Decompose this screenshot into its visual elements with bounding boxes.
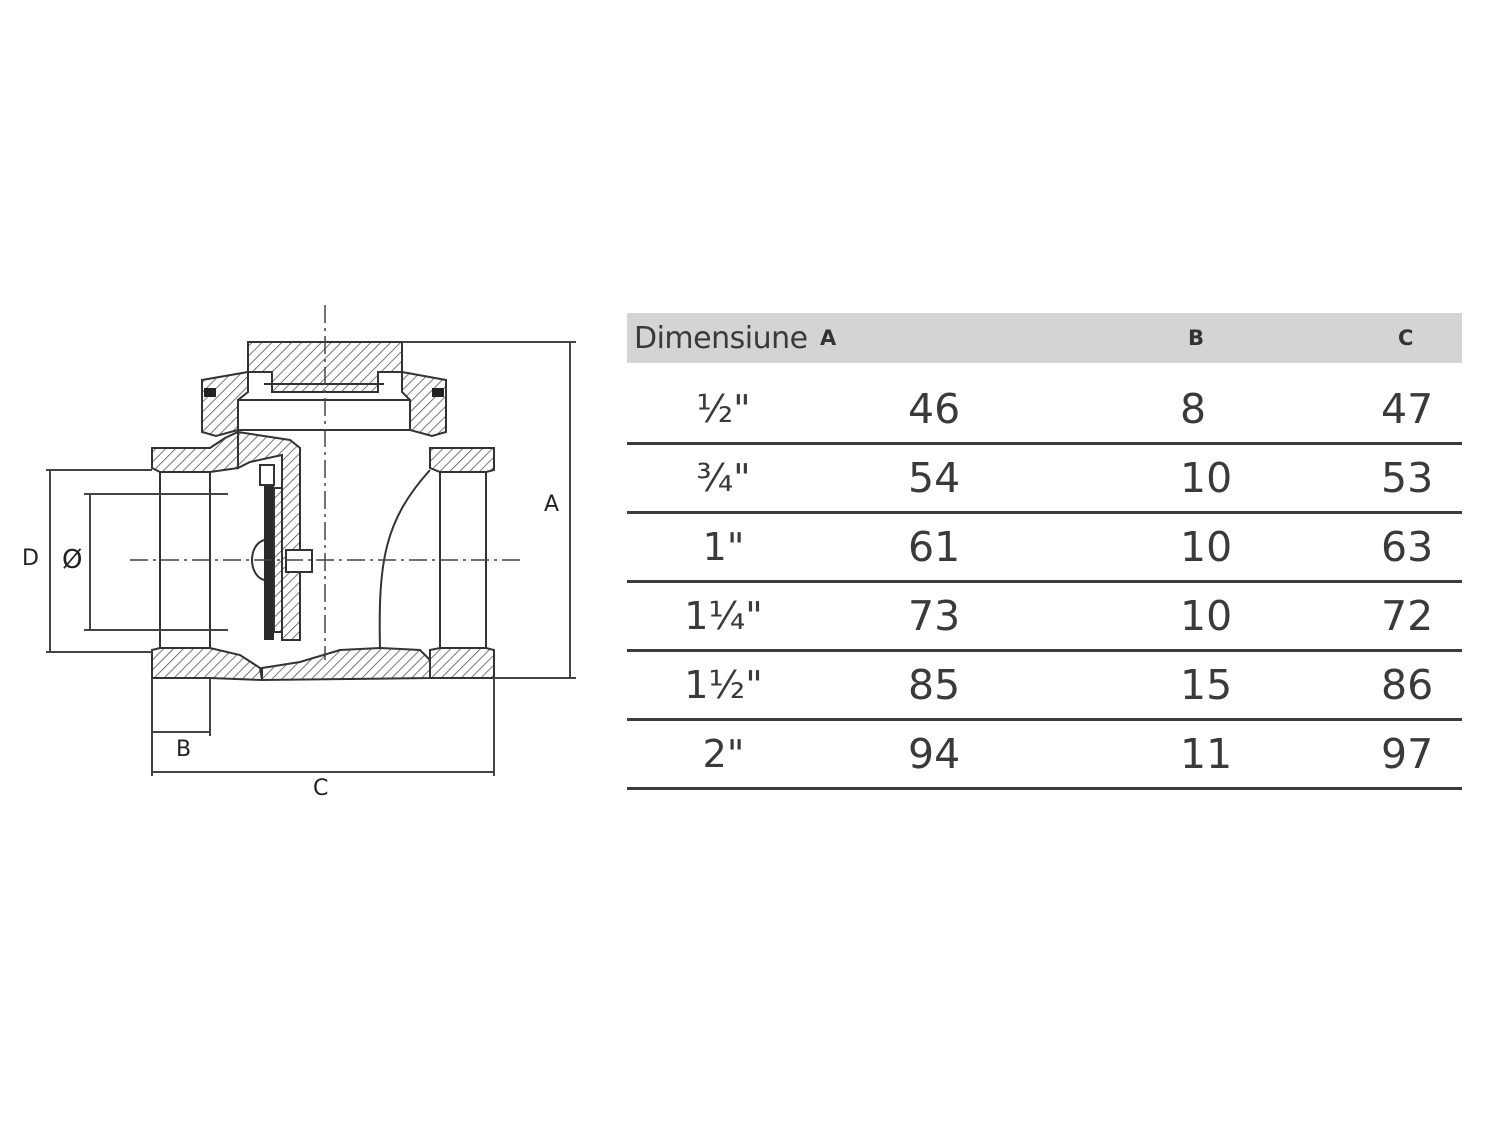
table-row: ¾" 54 10 53	[627, 442, 1462, 513]
header-c: C	[1255, 313, 1462, 376]
cell-a: 85	[820, 649, 1045, 720]
cell-b: 10	[1045, 511, 1255, 582]
cell-size: 1¼"	[627, 580, 820, 651]
header-a: A	[820, 313, 1045, 376]
label-b: B	[176, 737, 191, 762]
label-c: C	[313, 776, 328, 801]
right-end-bottom	[429, 647, 495, 679]
cell-a: 73	[820, 580, 1045, 651]
cell-size: ¾"	[627, 442, 820, 513]
cell-size: 2"	[627, 718, 820, 790]
disc-hinge	[259, 464, 275, 486]
dimensions-table: Dimensiune A B C ½" 46 8 47 ¾" 54 10 53 …	[627, 313, 1462, 790]
cell-size: ½"	[627, 368, 820, 444]
left-gasket	[204, 388, 216, 397]
table-row: ½" 46 8 47	[627, 368, 1462, 444]
body-wall-bottom	[261, 646, 431, 682]
table-row: 1¼" 73 10 72	[627, 580, 1462, 651]
cell-b: 10	[1045, 580, 1255, 651]
disc-nut	[285, 549, 313, 573]
table-body: ½" 46 8 47 ¾" 54 10 53 1" 61 10 63 1¼" 7…	[627, 368, 1462, 790]
cell-a: 54	[820, 442, 1045, 513]
cell-a: 94	[820, 718, 1045, 790]
center-lines	[130, 305, 520, 660]
cell-c: 97	[1255, 718, 1462, 790]
left-end-bottom	[151, 647, 264, 682]
cell-c: 47	[1255, 368, 1462, 444]
label-d: D	[22, 546, 39, 571]
cell-size: 1½"	[627, 649, 820, 720]
table-row: 1½" 85 15 86	[627, 649, 1462, 720]
valve-body	[151, 341, 495, 682]
table-header: Dimensiune A B C	[627, 313, 1462, 376]
header-row: Dimensiune A B C	[627, 313, 1462, 376]
cell-b: 10	[1045, 442, 1255, 513]
header-b: B	[1045, 313, 1255, 376]
cell-c: 72	[1255, 580, 1462, 651]
cell-a: 46	[820, 368, 1045, 444]
cell-a: 61	[820, 511, 1045, 582]
label-a: A	[544, 492, 559, 517]
body-wall-top	[237, 430, 301, 641]
cell-b: 11	[1045, 718, 1255, 790]
cell-c: 63	[1255, 511, 1462, 582]
cell-size: 1"	[627, 511, 820, 582]
outlet-curve	[378, 469, 431, 649]
cell-c: 86	[1255, 649, 1462, 720]
cell-b: 8	[1045, 368, 1255, 444]
right-gasket	[432, 388, 444, 397]
right-end-top	[429, 447, 495, 473]
cell-b: 15	[1045, 649, 1255, 720]
cell-c: 53	[1255, 442, 1462, 513]
header-dimensiune: Dimensiune	[627, 313, 820, 376]
label-phi: Ø	[62, 545, 82, 575]
table-row: 2" 94 11 97	[627, 718, 1462, 790]
check-valve-cross-section-drawing: A D Ø B C	[22, 305, 576, 801]
left-end-top	[151, 430, 239, 473]
disc-seat	[237, 399, 411, 431]
dimension-lines	[46, 341, 576, 776]
table-row: 1" 61 10 63	[627, 511, 1462, 582]
